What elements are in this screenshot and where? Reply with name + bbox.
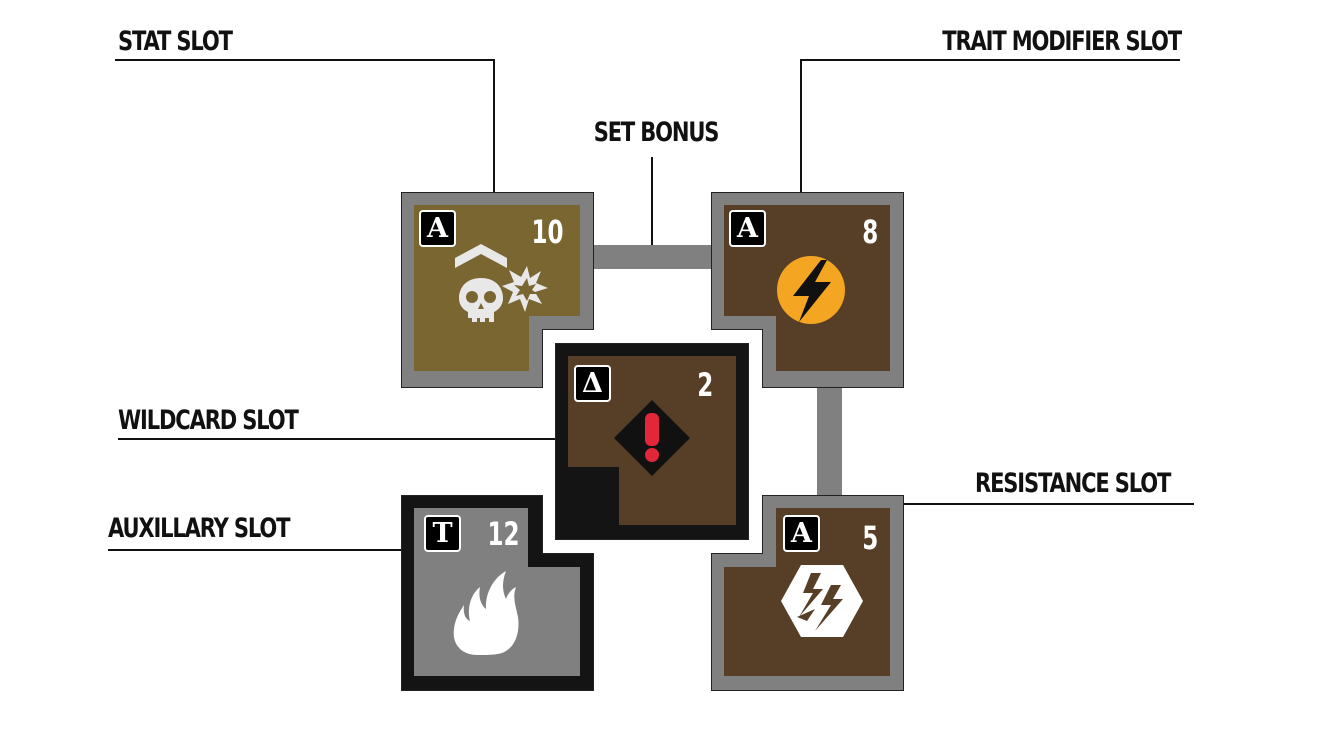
trait-value: 8	[861, 213, 878, 251]
set-bonus-link-bar	[591, 245, 713, 269]
auxillary-value: 12	[487, 515, 520, 553]
wildcard-tier-badge: Δ	[574, 365, 611, 402]
stat-value: 10	[531, 213, 564, 251]
wildcard-slot-label: WILDCARD SLOT	[118, 405, 299, 436]
stat-tier-badge: A	[419, 210, 456, 247]
auxillary-tier-badge: T	[424, 515, 461, 552]
wildcard-value: 2	[696, 366, 713, 404]
wildcard-slot-module[interactable]: Δ 2	[555, 343, 749, 540]
warning-diamond-icon	[614, 400, 690, 476]
lightning-bolt-icon	[777, 256, 845, 324]
resistance-link-bar	[817, 386, 842, 498]
trait-leader-line	[800, 59, 1180, 61]
shock-hexagon-icon	[781, 565, 863, 637]
resistance-tier-badge: A	[783, 515, 820, 552]
trait-modifier-slot-label: TRAIT MODIFIER SLOT	[942, 26, 1182, 57]
trait-tier-badge: A	[729, 210, 766, 247]
stat-leader-line	[115, 59, 495, 61]
stat-slot-module[interactable]: A 10	[401, 192, 594, 388]
stat-leader-line	[493, 59, 495, 193]
skull-explosion-chevron-icon	[455, 244, 548, 322]
set-bonus-label: SET BONUS	[593, 117, 720, 148]
wildcard-leader-line	[118, 438, 556, 440]
trait-leader-line	[800, 59, 802, 193]
resistance-slot-module[interactable]: A 5	[711, 495, 904, 691]
auxillary-slot-label: AUXILLARY SLOT	[108, 513, 291, 544]
auxillary-leader-line	[108, 549, 402, 551]
resistance-slot-label: RESISTANCE SLOT	[974, 468, 1171, 499]
set-bonus-leader-line	[651, 157, 653, 245]
resistance-leader-line	[902, 503, 1194, 505]
stat-slot-label: STAT SLOT	[118, 26, 233, 57]
resistance-value: 5	[861, 519, 878, 557]
flame-icon	[453, 571, 519, 655]
auxillary-slot-module[interactable]: T 12	[401, 495, 594, 691]
trait-modifier-slot-module[interactable]: A 8	[711, 192, 904, 388]
